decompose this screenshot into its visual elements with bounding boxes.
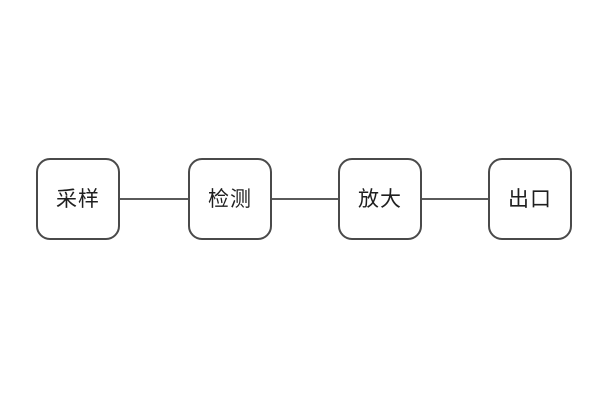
flow-node-label: 放大 [358, 186, 402, 211]
flow-node-label: 检测 [208, 186, 252, 211]
connector-line [120, 198, 188, 200]
connector-line [272, 198, 338, 200]
flow-node-detection: 检测 [188, 158, 272, 240]
flow-node-label: 采样 [56, 186, 100, 211]
flow-node-sampling: 采样 [36, 158, 120, 240]
flow-node-label: 出口 [508, 186, 552, 211]
flow-node-outlet: 出口 [488, 158, 572, 240]
flow-node-amplification: 放大 [338, 158, 422, 240]
connector-line [422, 198, 488, 200]
